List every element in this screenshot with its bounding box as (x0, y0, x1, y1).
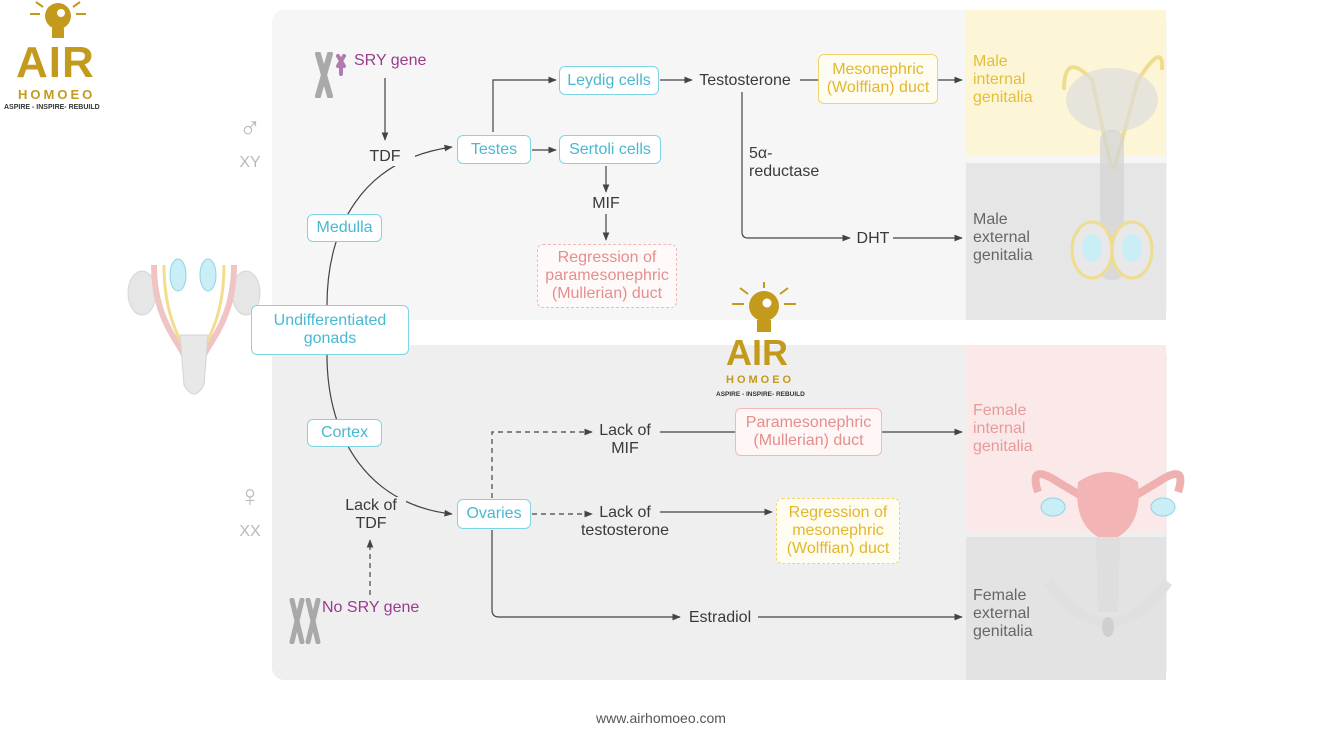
medulla-node: Medulla (307, 214, 382, 242)
lack-of-tdf-label: Lack of TDF (336, 497, 406, 533)
female-external-genitalia-label: Female external genitalia (973, 587, 1033, 640)
no-sry-gene-label: No SRY gene (322, 599, 420, 616)
male-symbol: ♂ (238, 112, 262, 145)
male-anatomy-illustration (1062, 55, 1165, 280)
xx-chromosome-icon (289, 598, 321, 644)
female-karyotype: XX (239, 523, 261, 540)
footer-url[interactable]: www.airhomoeo.com (596, 710, 726, 726)
watermark-tagline: ASPIRE - INSPIRE- REBUILD (716, 391, 805, 398)
reductase-label: 5α- reductase (749, 145, 820, 180)
lack-of-testosterone-label: Lack of testosterone (580, 504, 670, 539)
logo-name: AIR (16, 38, 95, 87)
ovaries-node: Ovaries (457, 499, 531, 529)
lack-of-mif-label: Lack of MIF (599, 422, 651, 457)
female-internal-genitalia-label: Female internal genitalia (973, 402, 1033, 455)
undifferentiated-gonads-node: Undifferentiated gonads (251, 305, 409, 355)
mif-label: MIF (592, 195, 620, 212)
undifferentiated-anatomy-illustration (127, 258, 261, 395)
dht-label: DHT (856, 230, 890, 247)
testosterone-label: Testosterone (699, 72, 791, 89)
watermark-name: AIR (726, 332, 788, 373)
female-anatomy-illustration (1031, 470, 1185, 637)
logo-subtitle: HOMOEO (18, 87, 96, 102)
regression-paramesonephric-node: Regression of paramesonephric (Mullerian… (537, 244, 677, 308)
paramesonephric-duct-node: Paramesonephric (Mullerian) duct (735, 408, 882, 456)
male-internal-genitalia-label: Male internal genitalia (973, 53, 1033, 106)
regression-mesonephric-node: Regression of mesonephric (Wolffian) duc… (776, 498, 900, 564)
sry-gene-label: SRY gene (354, 52, 427, 69)
logo-tagline: ASPIRE - INSPIRE- REBUILD (4, 104, 100, 111)
xy-chromosome-icon (315, 52, 346, 98)
estradiol-label: Estradiol (688, 609, 752, 626)
cortex-node: Cortex (307, 419, 382, 447)
tdf-label: TDF (355, 148, 415, 166)
testes-node: Testes (457, 135, 531, 164)
female-symbol: ♀ (238, 480, 262, 513)
mesonephric-duct-node: Mesonephric (Wolffian) duct (818, 54, 938, 104)
male-karyotype: XY (239, 154, 261, 171)
sertoli-cells-node: Sertoli cells (559, 135, 661, 164)
lightbulb-watermark-icon (732, 282, 796, 332)
logo: AIR HOMOEO ASPIRE - INSPIRE- REBUILD (4, 0, 114, 115)
watermark-subtitle: HOMOEO (726, 374, 795, 386)
leydig-cells-node: Leydig cells (559, 66, 659, 95)
lightbulb-logo-icon (30, 1, 86, 38)
male-external-genitalia-label: Male external genitalia (973, 211, 1033, 264)
watermark-logo: AIR HOMOEO ASPIRE - INSPIRE- REBUILD (716, 282, 812, 402)
